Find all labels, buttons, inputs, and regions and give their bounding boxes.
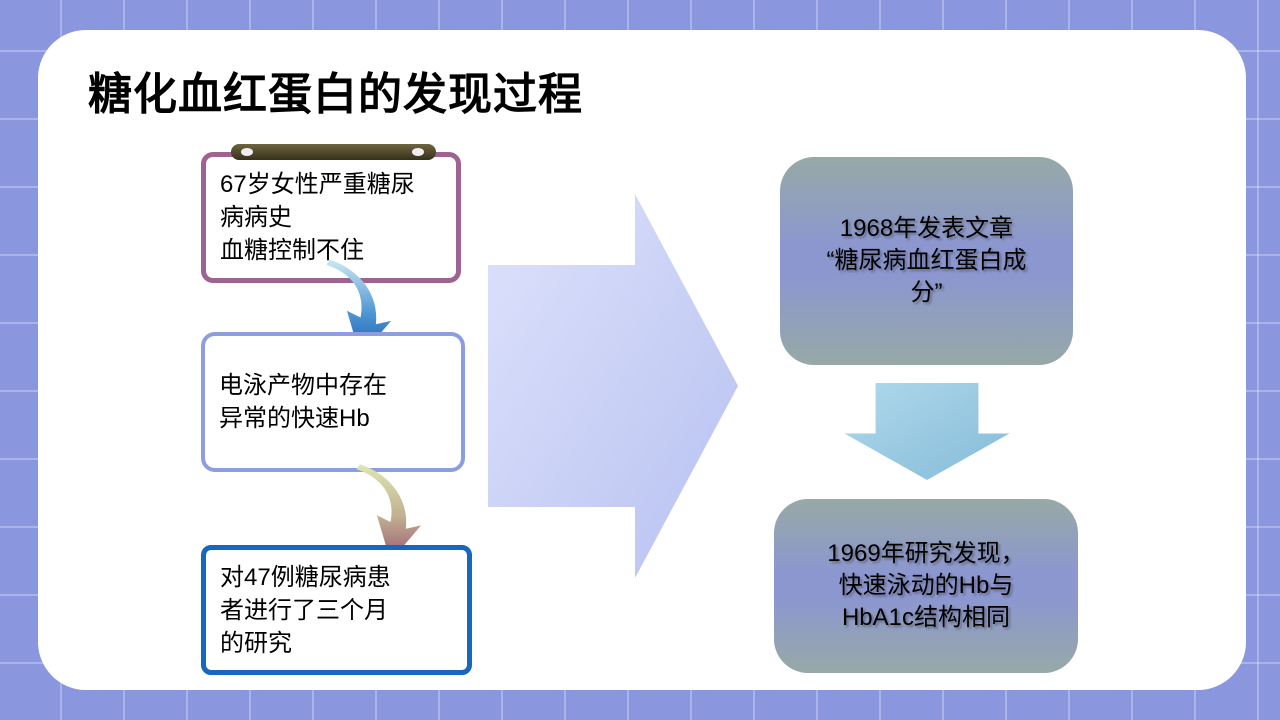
pin-dot-icon (241, 148, 253, 156)
box-text-line: 异常的快速Hb (219, 405, 370, 432)
box-text-line: HbA1c结构相同 (841, 604, 1011, 631)
down-block-arrow-icon (844, 383, 1010, 480)
box-text-line: 快速泳动的Hb与 (838, 572, 1014, 599)
pin-dot-icon (412, 148, 424, 156)
flow-box-patient-history: 67岁女性严重糖尿 病病史 血糖控制不住 (201, 144, 461, 283)
box-text-line: 1969年研究发现， (827, 540, 1025, 567)
flow-box-electrophoresis: 电泳产物中存在 异常的快速Hb (201, 332, 465, 472)
box-text-line: 的研究 (220, 629, 292, 657)
result-box-1969: 1969年研究发现， 快速泳动的Hb与 HbA1c结构相同 (774, 499, 1078, 673)
box-text-line: 血糖控制不住 (220, 237, 364, 264)
box-text-line: 对47例糖尿病患 (220, 563, 391, 591)
box-text-line: 者进行了三个月 (220, 596, 388, 624)
result-box-1968: 1968年发表文章 “糖尿病血红蛋白成 分” (780, 157, 1073, 365)
slide-card: 糖化血红蛋白的发现过程 67岁女性严重糖尿 病病史 血糖控制不住 (38, 30, 1246, 690)
box-text-line: 分” (910, 279, 943, 306)
box-text-line: 1968年发表文章 (839, 215, 1014, 242)
curved-arrow-down-icon (356, 464, 422, 562)
box-text-line: “糖尿病血红蛋白成 (826, 247, 1027, 274)
clip-bar-icon (231, 144, 436, 160)
flow-box-study: 对47例糖尿病患 者进行了三个月 的研究 (201, 545, 472, 675)
box-text-line: 电泳产物中存在 (219, 372, 387, 399)
right-block-arrow-icon (488, 194, 738, 578)
box-text-line: 病病史 (220, 204, 292, 231)
box-text-line: 67岁女性严重糖尿 (220, 171, 415, 198)
page-title: 糖化血红蛋白的发现过程 (88, 70, 583, 119)
